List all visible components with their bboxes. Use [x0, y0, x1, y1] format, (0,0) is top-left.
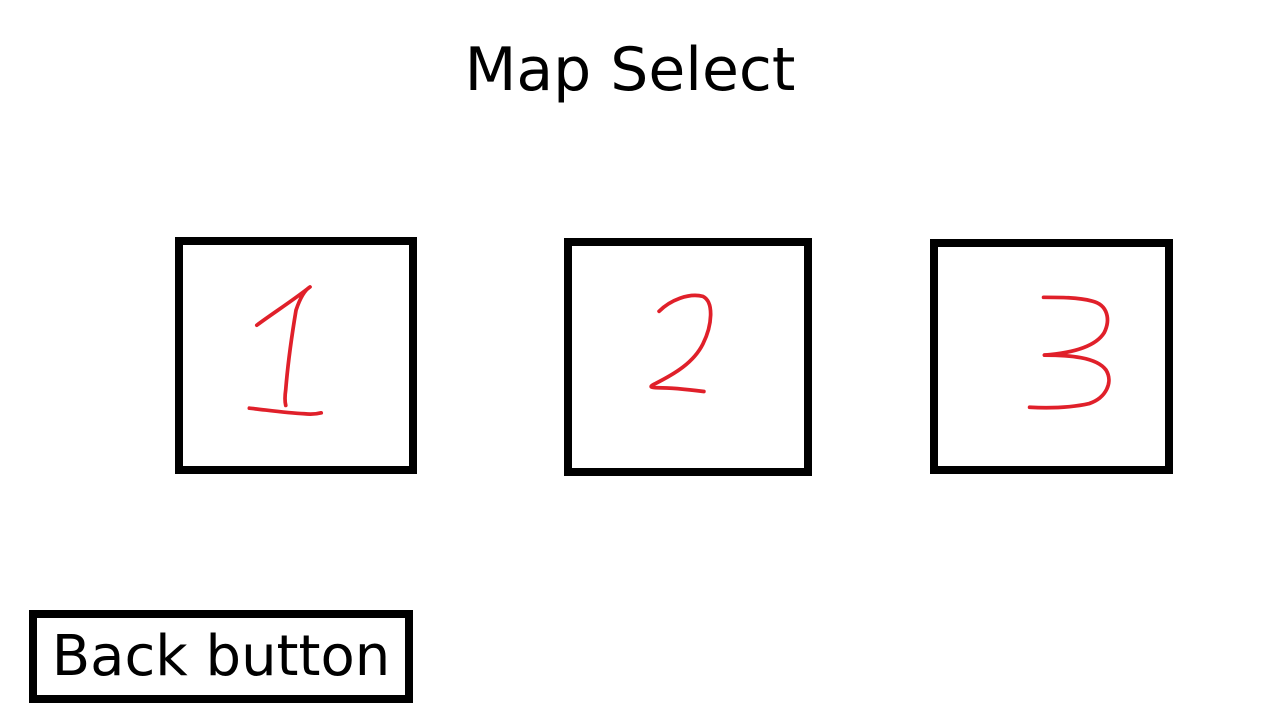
handwritten-number-2-icon: [649, 293, 713, 394]
handwritten-number-3-icon: [1027, 295, 1111, 410]
page-title: Map Select: [464, 35, 796, 105]
map-tile-1[interactable]: 1: [175, 237, 417, 474]
map-tile-3[interactable]: 3: [930, 239, 1173, 474]
map-tile-2[interactable]: 2: [564, 238, 812, 476]
handwritten-number-1-icon: [247, 285, 324, 417]
back-button[interactable]: Back button: [29, 610, 413, 703]
